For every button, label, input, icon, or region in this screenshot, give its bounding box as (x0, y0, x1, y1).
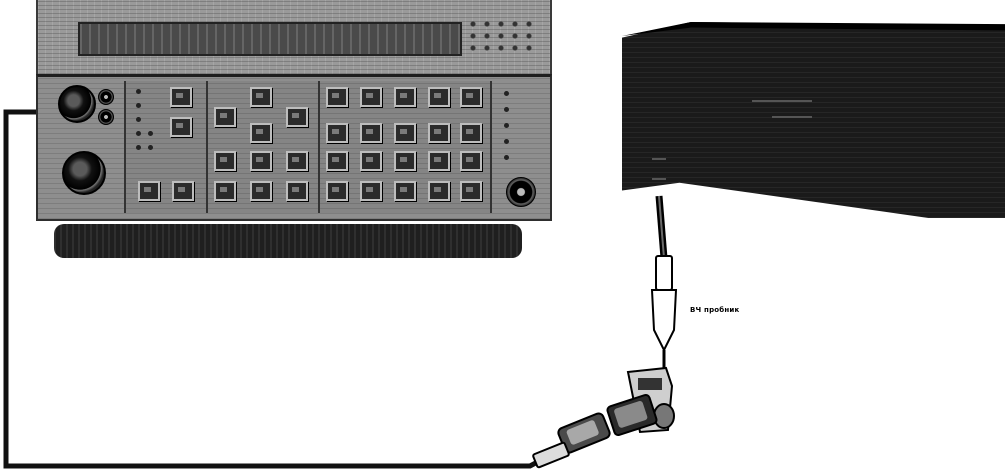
calibrator-controls (36, 74, 552, 221)
calibrator-key (250, 151, 272, 171)
indicator-led (504, 155, 509, 160)
indicator-led (136, 131, 141, 136)
calibrator-key (286, 181, 308, 201)
box-detail (652, 158, 666, 160)
calibrator-key (286, 151, 308, 171)
calibrator-key (138, 181, 160, 201)
indicator-led (136, 117, 141, 122)
output-jack-icon (58, 85, 96, 123)
calibrator-front-panel (30, 0, 555, 262)
bnc-connector-icon (532, 412, 611, 469)
box-detail (652, 178, 666, 180)
rf-probe-icon (650, 255, 678, 372)
calibrator-key (460, 87, 482, 107)
calibrator-key (428, 151, 450, 171)
box-instrument (622, 8, 1005, 223)
coax-adapter-icon (606, 366, 675, 437)
calibrator-key (428, 87, 450, 107)
calibrator-key (326, 181, 348, 201)
adjust-knob-icon (506, 177, 536, 207)
calibrator-key (286, 107, 308, 127)
calibrator-display (78, 22, 462, 56)
indicator-led (504, 91, 509, 96)
indicator-led (136, 145, 141, 150)
calibrator-key (250, 123, 272, 143)
calibrator-key (326, 87, 348, 107)
calibrator-top (36, 0, 552, 76)
indicator-led (504, 139, 509, 144)
calibrator-key (214, 181, 236, 201)
probe-label: ВЧ пробник (690, 306, 740, 314)
box-detail (772, 116, 812, 118)
calibrator-key (360, 151, 382, 171)
calibrator-key (460, 181, 482, 201)
terminal-jack-icon (98, 109, 114, 125)
calibrator-key (250, 87, 272, 107)
calibrator-key (428, 123, 450, 143)
calibrator-key (214, 151, 236, 171)
indicator-led (136, 89, 141, 94)
calibrator-key (394, 181, 416, 201)
indicator-led (504, 107, 509, 112)
calibrator-key (326, 151, 348, 171)
calibrator-key (326, 123, 348, 143)
box-detail (752, 100, 812, 102)
calibrator-key (172, 181, 194, 201)
calibrator-key (360, 123, 382, 143)
calibrator-key (360, 87, 382, 107)
indicator-led (136, 103, 141, 108)
indicator-led (148, 145, 153, 150)
calibrator-key (428, 181, 450, 201)
indicator-led (148, 131, 153, 136)
calibrator-key (460, 151, 482, 171)
calibrator-key (394, 151, 416, 171)
display-indicators (466, 18, 536, 54)
calibrator-key (170, 117, 192, 137)
calibrator-key (394, 87, 416, 107)
calibrator-key (394, 123, 416, 143)
calibrator-key (214, 107, 236, 127)
calibrator-key (360, 181, 382, 201)
calibrator-key (460, 123, 482, 143)
calibrator-key (170, 87, 192, 107)
calibrator-key (250, 181, 272, 201)
output-knob-icon (62, 151, 106, 195)
indicator-led (504, 123, 509, 128)
calibrator-base (54, 224, 522, 258)
terminal-jack-icon (98, 89, 114, 105)
